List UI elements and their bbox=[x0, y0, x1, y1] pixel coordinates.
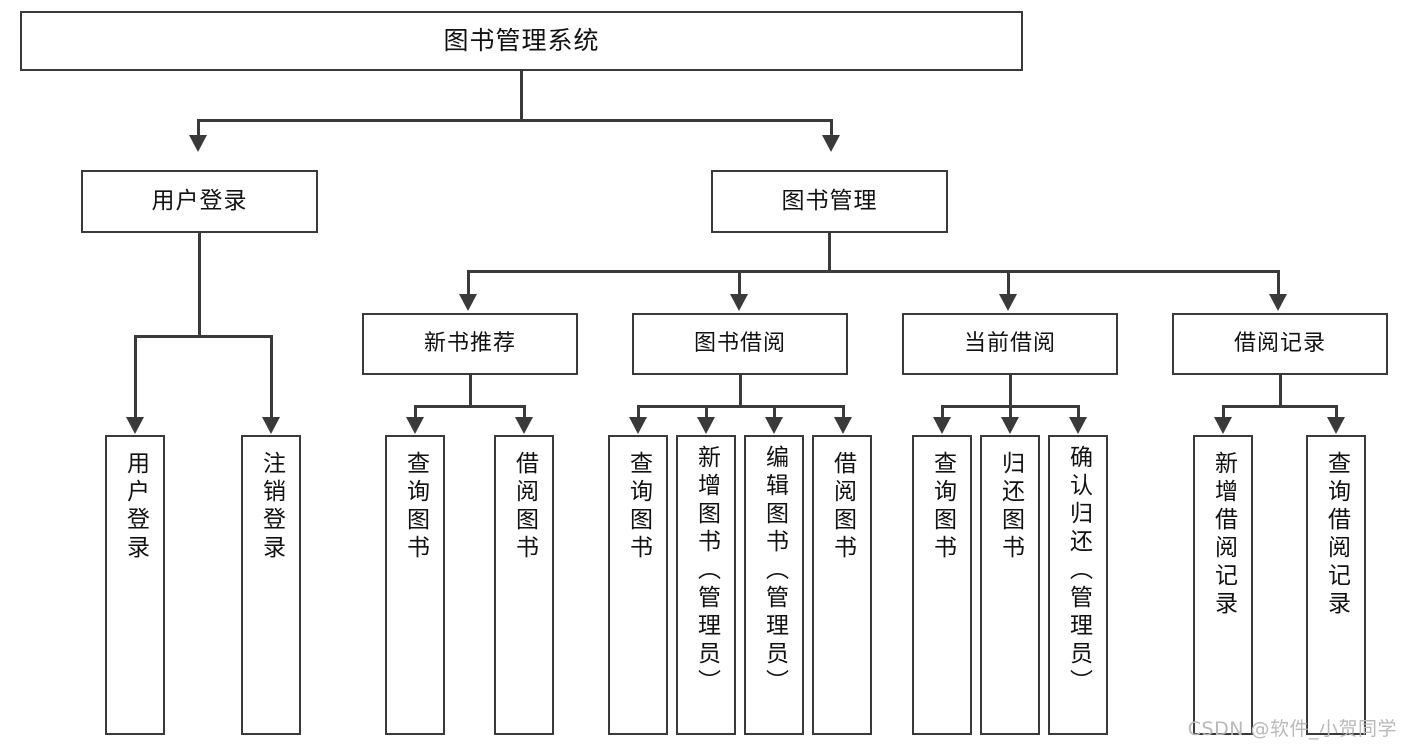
node-label: 用户登录 bbox=[151, 187, 248, 214]
node-label: 确认归还（管理员） bbox=[1065, 445, 1092, 697]
connector-user-login-bus bbox=[134, 335, 273, 338]
node-label: 归还图书 bbox=[997, 451, 1024, 563]
node-label: 查询借阅记录 bbox=[1323, 451, 1350, 619]
connector-current-borrow-leg-3 bbox=[1077, 405, 1080, 419]
node-label: 借阅图书 bbox=[829, 451, 856, 563]
arrow-to-book-borrow bbox=[730, 294, 748, 311]
connector-root-stem bbox=[520, 71, 523, 119]
node-label: 编辑图书（管理员） bbox=[761, 445, 788, 697]
arrow-to-query-book-3 bbox=[933, 417, 951, 434]
connector-borrow-record-bus bbox=[1222, 405, 1338, 408]
node-book-manage[interactable]: 图书管理 bbox=[711, 170, 948, 233]
node-user-login[interactable]: 用户登录 bbox=[81, 170, 318, 233]
connector-current-borrow-leg-1 bbox=[941, 405, 944, 419]
node-root-system[interactable]: 图书管理系统 bbox=[20, 11, 1023, 71]
connector-new-book-leg-1 bbox=[414, 405, 417, 419]
arrow-to-add-borrow-record bbox=[1214, 417, 1232, 434]
node-label: 注销登录 bbox=[258, 451, 285, 563]
node-leaf-query-borrow-record[interactable]: 查询借阅记录 bbox=[1306, 435, 1366, 735]
arrow-to-user-login-leaf bbox=[126, 417, 144, 434]
arrow-to-confirm-return bbox=[1069, 417, 1087, 434]
arrow-to-new-book-recommend bbox=[459, 294, 477, 311]
arrow-to-query-book-2 bbox=[629, 417, 647, 434]
node-leaf-query-book-current[interactable]: 查询图书 bbox=[912, 435, 972, 735]
connector-new-book-bus bbox=[414, 405, 526, 408]
node-leaf-add-book[interactable]: 新增图书（管理员） bbox=[676, 435, 736, 735]
node-label: 当前借阅 bbox=[963, 331, 1056, 357]
connector-current-borrow-stem bbox=[1009, 375, 1012, 405]
arrow-to-current-borrow bbox=[999, 294, 1017, 311]
arrow-to-edit-book bbox=[765, 417, 783, 434]
connector-root-leg-right bbox=[830, 119, 833, 137]
node-book-borrow[interactable]: 图书借阅 bbox=[632, 313, 848, 375]
connector-root-bus bbox=[197, 119, 833, 122]
node-leaf-query-book-recommend[interactable]: 查询图书 bbox=[385, 435, 445, 735]
connector-book-borrow-leg-2 bbox=[705, 405, 708, 419]
connector-borrow-record-leg-2 bbox=[1335, 405, 1338, 419]
node-leaf-edit-book[interactable]: 编辑图书（管理员） bbox=[744, 435, 804, 735]
node-label: 查询图书 bbox=[402, 451, 429, 563]
arrow-to-return-book bbox=[1001, 417, 1019, 434]
connector-level3-leg-4 bbox=[1277, 270, 1280, 296]
arrow-to-logout-leaf bbox=[262, 417, 280, 434]
arrow-to-borrow-record bbox=[1269, 294, 1287, 311]
connector-borrow-record-leg-1 bbox=[1222, 405, 1225, 419]
node-leaf-borrow-book-recommend[interactable]: 借阅图书 bbox=[494, 435, 554, 735]
node-label: 用户登录 bbox=[122, 451, 149, 563]
node-leaf-logout[interactable]: 注销登录 bbox=[241, 435, 301, 735]
node-label: 图书管理系统 bbox=[443, 26, 600, 56]
node-label: 图书借阅 bbox=[693, 331, 786, 357]
node-label: 图书管理 bbox=[781, 187, 878, 214]
node-leaf-query-book-borrow[interactable]: 查询图书 bbox=[608, 435, 668, 735]
connector-level3-leg-2 bbox=[738, 270, 741, 296]
arrow-to-borrow-book-1 bbox=[515, 417, 533, 434]
arrow-to-query-book-1 bbox=[406, 417, 424, 434]
connector-book-borrow-leg-4 bbox=[842, 405, 845, 419]
connector-user-login-leg-2 bbox=[270, 335, 273, 419]
connector-new-book-stem bbox=[469, 375, 472, 405]
node-leaf-confirm-return[interactable]: 确认归还（管理员） bbox=[1048, 435, 1108, 735]
connector-level3-bus bbox=[467, 270, 1280, 273]
connector-book-borrow-leg-3 bbox=[773, 405, 776, 419]
node-leaf-add-borrow-record[interactable]: 新增借阅记录 bbox=[1193, 435, 1253, 735]
node-label: 借阅记录 bbox=[1233, 331, 1326, 357]
node-leaf-user-login[interactable]: 用户登录 bbox=[105, 435, 165, 735]
connector-book-borrow-leg-1 bbox=[637, 405, 640, 419]
node-label: 新书推荐 bbox=[423, 331, 516, 357]
connector-borrow-record-stem bbox=[1279, 375, 1282, 405]
node-leaf-return-book[interactable]: 归还图书 bbox=[980, 435, 1040, 735]
node-label: 查询图书 bbox=[929, 451, 956, 563]
node-leaf-borrow-book[interactable]: 借阅图书 bbox=[812, 435, 872, 735]
node-borrow-record[interactable]: 借阅记录 bbox=[1172, 313, 1388, 375]
connector-root-leg-left bbox=[197, 119, 200, 137]
connector-book-borrow-bus bbox=[637, 405, 845, 408]
arrow-to-book-manage bbox=[822, 135, 840, 152]
connector-level3-leg-1 bbox=[467, 270, 470, 296]
connector-current-borrow-leg-2 bbox=[1009, 405, 1012, 419]
node-new-book-recommend[interactable]: 新书推荐 bbox=[362, 313, 578, 375]
connector-new-book-leg-2 bbox=[523, 405, 526, 419]
arrow-to-borrow-book-2 bbox=[834, 417, 852, 434]
node-label: 查询图书 bbox=[625, 451, 652, 563]
arrow-to-query-borrow-record bbox=[1327, 417, 1345, 434]
connector-user-login-stem bbox=[198, 233, 201, 335]
connector-level3-leg-3 bbox=[1007, 270, 1010, 296]
connector-book-manage-stem bbox=[828, 233, 831, 270]
connector-book-borrow-stem bbox=[739, 375, 742, 405]
connector-user-login-leg-1 bbox=[134, 335, 137, 419]
node-label: 新增借阅记录 bbox=[1210, 451, 1237, 619]
arrow-to-add-book bbox=[697, 417, 715, 434]
arrow-to-user-login bbox=[189, 135, 207, 152]
node-label: 新增图书（管理员） bbox=[693, 445, 720, 697]
node-current-borrow[interactable]: 当前借阅 bbox=[902, 313, 1118, 375]
node-label: 借阅图书 bbox=[511, 451, 538, 563]
